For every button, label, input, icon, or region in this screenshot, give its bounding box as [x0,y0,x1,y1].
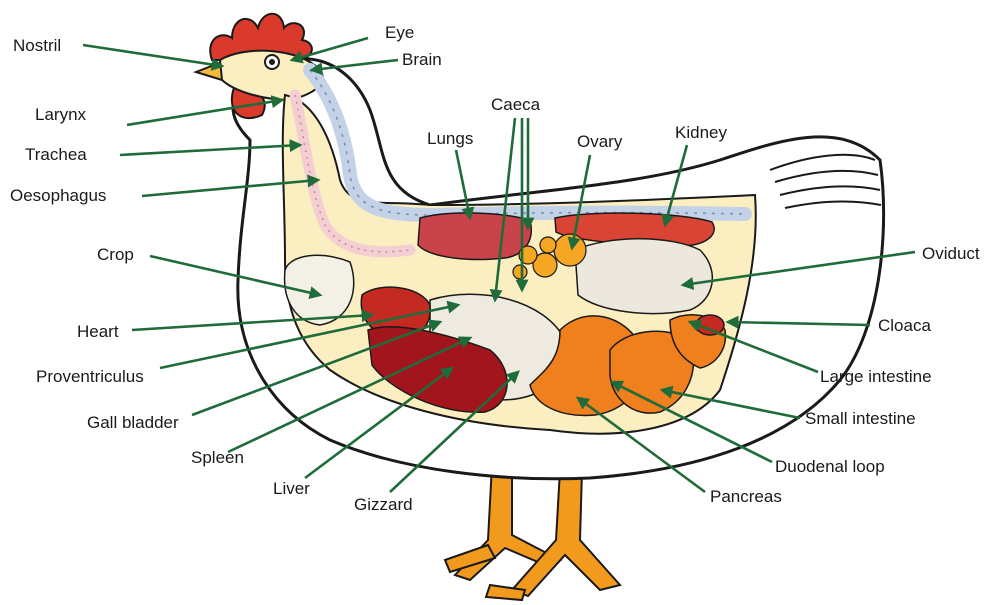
label-cloaca: Cloaca [878,316,931,335]
label-brain: Brain [402,50,442,69]
label-gizzard: Gizzard [354,495,413,514]
label-liver: Liver [273,479,310,498]
label-oviduct: Oviduct [922,244,980,263]
label-gall-bladder: Gall bladder [87,413,179,432]
oviduct-illustration [575,239,712,314]
label-heart: Heart [77,322,119,341]
label-crop: Crop [97,245,134,264]
label-lungs: Lungs [427,129,473,148]
label-caeca: Caeca [491,95,541,114]
label-larynx: Larynx [35,105,87,124]
label-small-intestine: Small intestine [805,409,916,428]
arrow-nostril [83,45,222,66]
lungs-illustration [418,213,531,260]
label-oesophagus: Oesophagus [10,186,106,205]
label-proventriculus: Proventriculus [36,367,144,386]
label-eye: Eye [385,23,414,42]
label-large-intestine: Large intestine [820,367,932,386]
label-ovary: Ovary [577,132,623,151]
label-kidney: Kidney [675,123,727,142]
label-nostril: Nostril [13,36,61,55]
label-pancreas: Pancreas [710,487,782,506]
label-spleen: Spleen [191,448,244,467]
label-duodenal-loop: Duodenal loop [775,457,885,476]
legs-illustration [445,465,620,600]
label-trachea: Trachea [25,145,87,164]
